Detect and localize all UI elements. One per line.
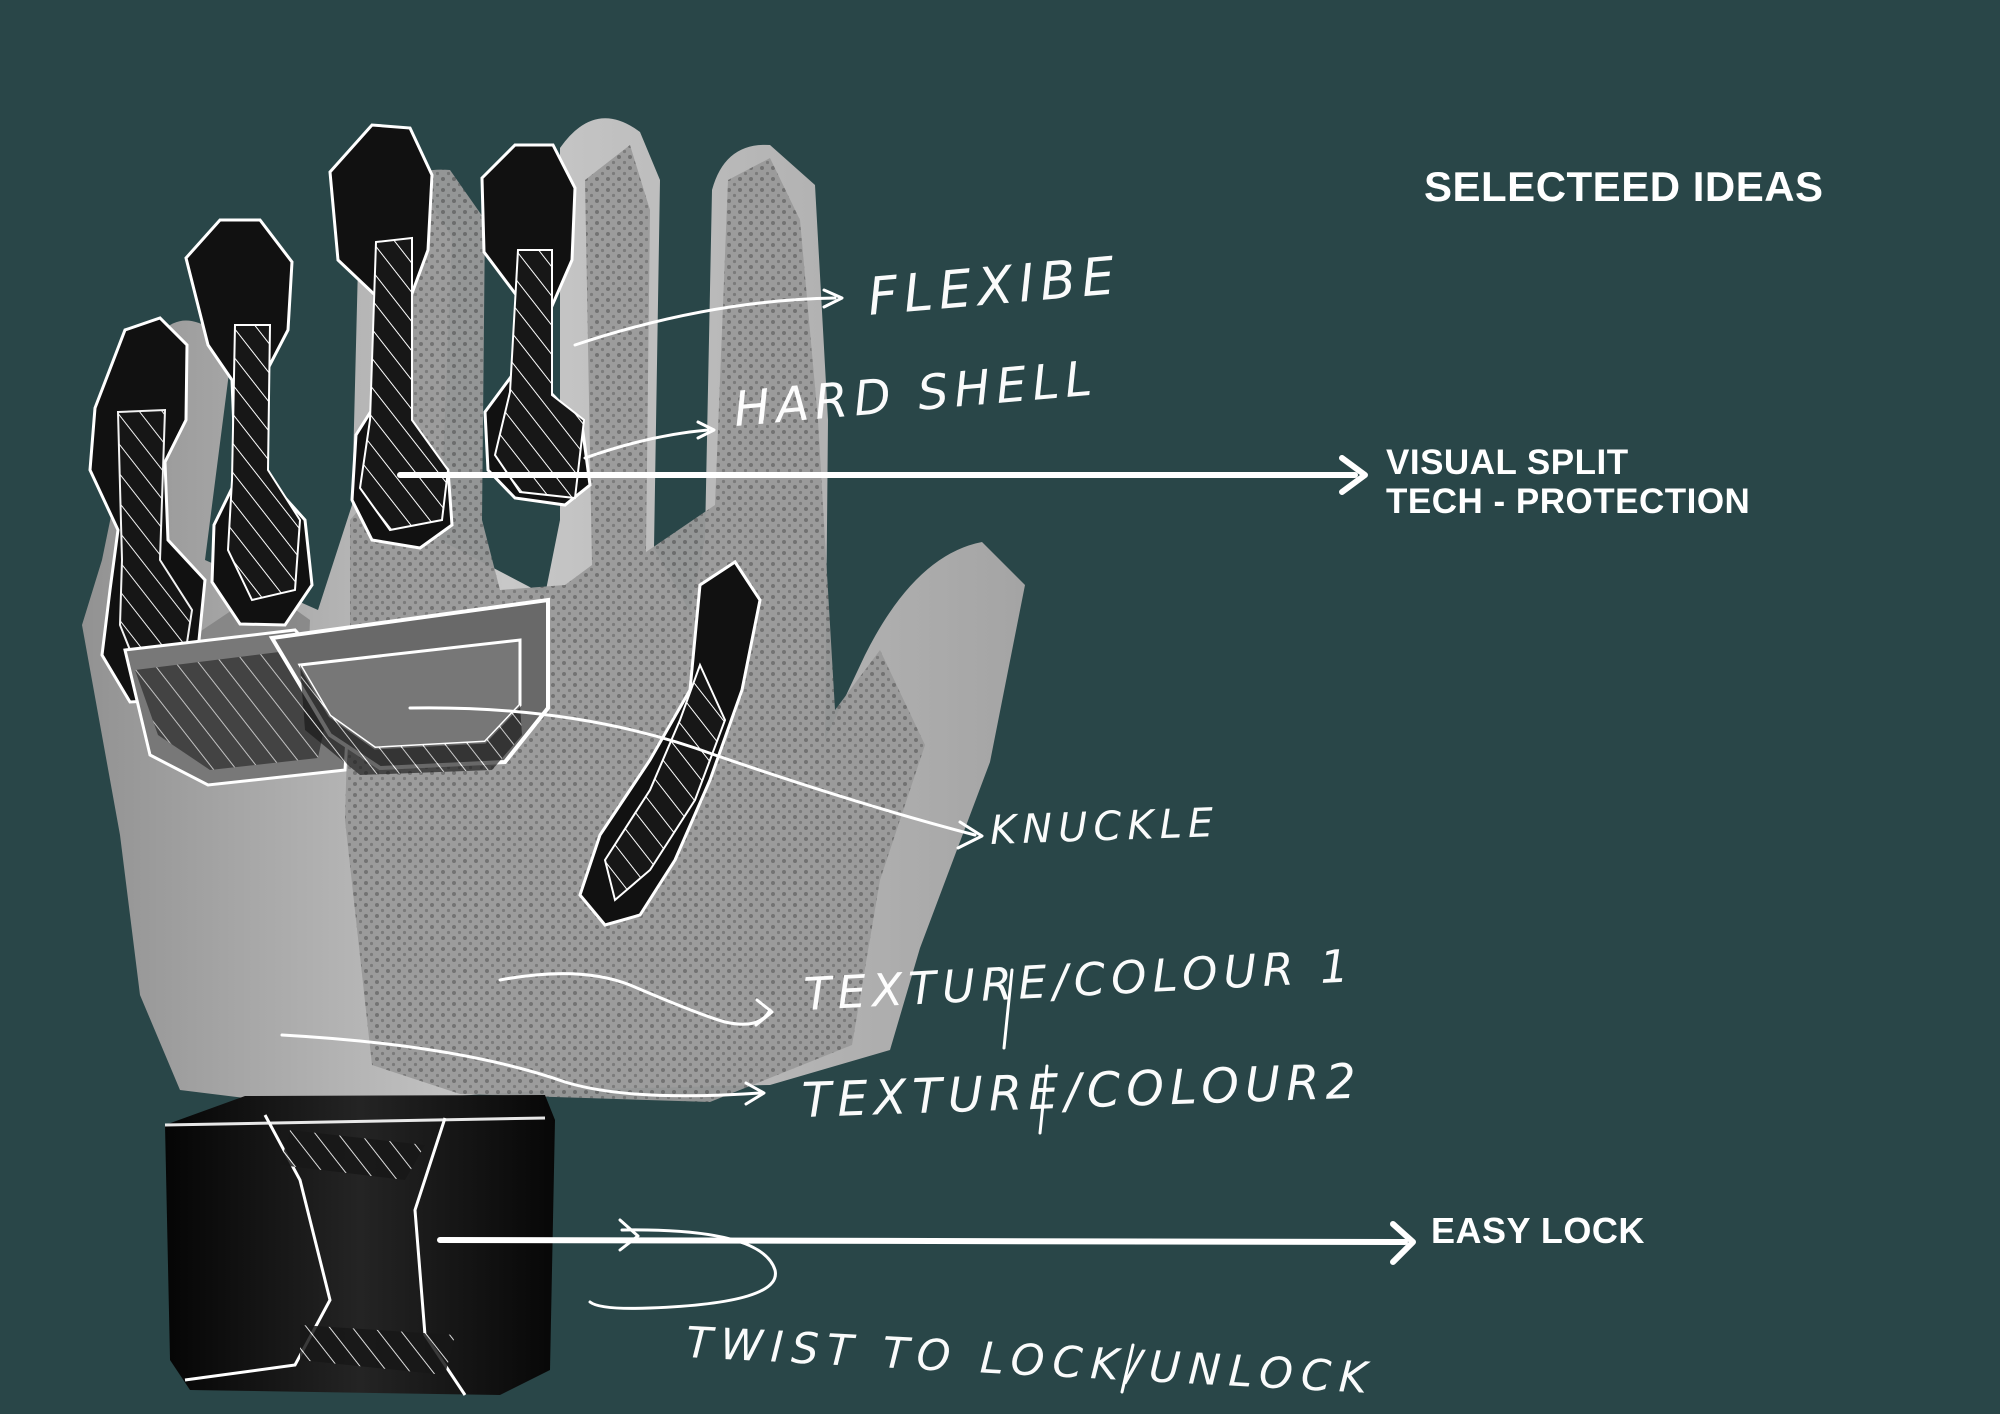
easy-lock-arrowhead	[1390, 1221, 1416, 1265]
knuckle-leader	[408, 706, 977, 837]
knuckle-arrowhead	[956, 820, 984, 850]
glove-body	[82, 118, 1025, 1105]
flexibe-arrowhead	[822, 288, 844, 309]
hard-shell-arrowhead	[696, 420, 716, 440]
flexibe-leader	[573, 296, 837, 347]
annotation-lines	[280, 288, 1416, 1394]
easy-lock-label: EASY LOCK	[1431, 1210, 1645, 1251]
texture-separator-2	[1038, 1064, 1049, 1135]
visual-split-label: VISUAL SPLIT TECH - PROTECTION	[1386, 443, 1750, 521]
twist-loop	[588, 1228, 777, 1310]
knuckle-hatch	[300, 665, 522, 775]
visual-split-line1: VISUAL SPLIT	[1386, 443, 1629, 482]
texture-separator-1	[1002, 968, 1014, 1050]
lock-separator	[1120, 1343, 1135, 1394]
texture-1-leader	[498, 972, 772, 1026]
texture-2-arrowhead	[744, 1081, 766, 1106]
texture-2-leader	[280, 1033, 762, 1098]
hard-shell-leader	[583, 428, 710, 460]
visual-split-arrowhead	[1339, 455, 1368, 495]
thumb-hatch	[603, 662, 727, 902]
finger-shells	[88, 123, 592, 704]
wrist-cuff	[164, 1095, 555, 1396]
mesh-panel	[345, 145, 925, 1102]
cuff-top-edge	[164, 1116, 546, 1127]
cuff-band	[165, 1095, 555, 1395]
side-knuckle-hatch	[135, 650, 330, 770]
selected-ideas-title: SELECTEED IDEAS	[1424, 163, 1824, 210]
visual-split-line2: TECH - PROTECTION	[1386, 482, 1751, 522]
ring-hatch	[226, 324, 302, 602]
cuff-hatch-top	[280, 1130, 425, 1180]
knuckle-note: KNUCKLE	[989, 800, 1220, 854]
index-hatch	[493, 249, 586, 500]
twist-loop-arrowhead	[618, 1218, 640, 1252]
texture-1-arrowhead	[754, 998, 774, 1027]
knuckle-and-thumb-guards	[123, 559, 762, 927]
cuff-hatch-bottom	[300, 1325, 455, 1375]
middle-hatch	[358, 236, 450, 532]
easy-lock-arrow-line	[437, 1237, 1408, 1245]
